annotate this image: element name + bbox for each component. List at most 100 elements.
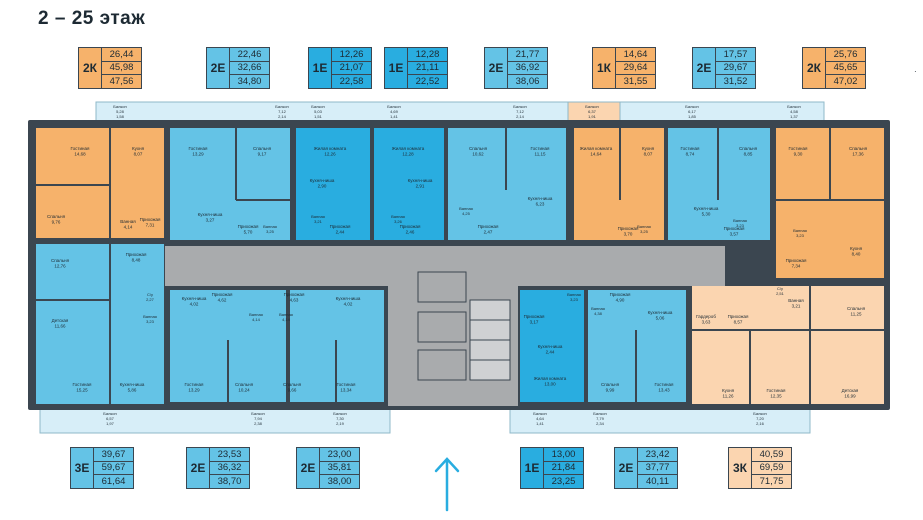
bathroom-area: 3,23 [570,297,579,302]
room-area: 3,27 [206,218,215,223]
room-name: Прихожая [238,224,259,229]
badge-living-area: 23,00 [320,448,359,462]
badge-total-area: 37,77 [638,462,677,476]
balcony-area: 1,91 [588,114,597,119]
bathroom-name: Ванная [143,314,157,319]
badge-living-area: 14,64 [616,48,655,62]
bathroom-name: Ванная [637,224,651,229]
balcony-name: Балкон [251,411,264,416]
room-name: Гостиная [655,382,674,387]
room-name: Гостиная [71,146,90,151]
room-area: 11,25 [851,312,862,317]
room-area: 7,31 [146,223,155,228]
badge-total-area: 21,07 [332,62,371,76]
badge-total-area: 36,92 [508,62,547,76]
balcony-area: 2,16 [756,421,765,426]
balcony-area: 1,41 [536,421,545,426]
badge-code: 3К [729,448,752,488]
balcony-area: 1,85 [688,114,697,119]
room-name: Кухня-ниша [310,178,335,183]
bathroom-name: Ванная [733,218,747,223]
badge-area-with-balcony: 71,75 [759,475,784,487]
balcony-area: 1,58 [116,114,125,119]
bathroom-area: 3,25 [266,229,275,234]
badge-area-with-balcony: 31,52 [723,75,748,87]
room-area: 14,68 [74,152,86,157]
edge-dot: · [914,67,917,76]
room-name: Спальня [601,382,620,387]
floor-title: 2 – 25 этаж [38,8,146,29]
apartments [36,128,884,404]
balcony-area: 6,37 [588,109,597,114]
balcony-name: Балкон [387,104,400,109]
room-area: 8,48 [132,258,141,263]
room-name: Спальня [235,382,254,387]
balcony-name: Балкон [585,104,598,109]
bathroom-name: Ванная [591,306,605,311]
room-area: 12,35 [770,394,782,399]
balcony-area: 7,12 [516,109,525,114]
room-area: 6,23 [536,202,545,207]
badge-code: 3Е [71,448,94,488]
badge-total-area: 36,32 [210,462,249,476]
badge-total-area: 59,67 [94,462,133,476]
partitions [36,128,884,404]
badge-living-area: 13,00 [544,448,583,462]
stair-core [417,271,511,381]
bathroom-name: Ванная [311,214,325,219]
room-name: Гостиная [73,382,92,387]
room-name: Спальня [51,258,70,263]
badge-total-area: 29,64 [616,62,655,76]
room-name: Ванная [788,298,804,303]
badge-code: 2К [803,48,826,88]
room-name: Жилая комната [534,376,567,381]
badge-area-with-balcony: 31,55 [623,75,648,87]
room-name: Кухня-ниша [538,344,563,349]
balcony-name: Балкон [787,104,800,109]
balcony-name: Балкон [753,411,766,416]
room-area: 10,62 [472,152,484,157]
bathroom-area: 3,25 [640,229,649,234]
room-name: Гостиная [789,146,808,151]
bathroom-name: Ванная [249,312,263,317]
badge-total-area: 32,66 [230,62,269,76]
room-name: Жилая комната [392,146,425,151]
balcony-name: Балкон [103,411,116,416]
badge-area-with-balcony: 38,06 [515,75,540,87]
bathroom-labels: Ванная3,25Ванная3,21Ванная3,26Ванная4,25… [143,206,807,324]
bathroom-area: 4,14 [282,317,291,322]
room-name: Прихожая [330,224,351,229]
room-area: 10,24 [238,388,250,393]
room-area: 7,34 [792,264,801,269]
badge-living-area: 25,76 [826,48,865,62]
balcony-area: 1,37 [790,114,799,119]
room-area: 2,47 [484,230,493,235]
room-area: 12,26 [324,152,336,157]
room-area: 2,90 [318,184,327,189]
room-name: Прихожая [610,292,631,297]
badge-code: 1К [593,48,616,88]
bathroom-name: С/у [777,286,783,291]
room-area: 13,34 [340,388,352,393]
balcony-area: 6,57 [106,416,115,421]
badge-living-area: 12,28 [408,48,447,62]
balcony-area: 7,94 [254,416,263,421]
balcony-name: Балкон [533,411,546,416]
balcony-area: 2,14 [516,114,525,119]
room-area: 3,57 [730,232,739,237]
room-name: Ванная [120,219,136,224]
room-area: 2,46 [406,230,415,235]
bathroom-name: Ванная [567,292,581,297]
room-name: Кухня [642,146,655,151]
room-area: 9,17 [258,152,267,157]
bathroom-area: 3,26 [394,219,403,224]
badge-area-with-balcony: 22,58 [339,75,364,87]
bathroom-name: Ванная [263,224,277,229]
